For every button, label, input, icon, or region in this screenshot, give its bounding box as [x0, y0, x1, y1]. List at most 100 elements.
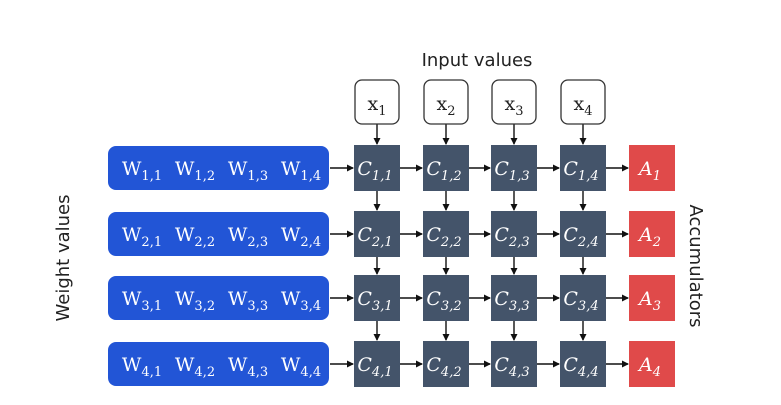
weight-label-3-1-subscript: 3,1 [141, 299, 162, 314]
cell-label-1-1: C1,1 [357, 158, 392, 184]
cell-label-1-3-base: C [494, 158, 509, 180]
cell-label-2-3: C2,3 [494, 224, 529, 250]
cell-3-2 [423, 275, 469, 321]
cell-1-1 [354, 145, 400, 191]
accumulators-label: Accumulators [685, 204, 706, 327]
accumulator-label-1-base: A [637, 158, 653, 180]
weight-label-2-2-base: W [175, 224, 195, 246]
weight-label-1-4-base: W [281, 158, 301, 180]
cell-label-1-4-base: C [563, 158, 578, 180]
cell-label-1-3: C1,3 [494, 158, 529, 184]
accumulator-label-3-subscript: 3 [653, 299, 661, 314]
input-label-4-base: x [574, 93, 585, 115]
cell-label-2-2-base: C [426, 224, 441, 246]
weight-label-2-2: W2,2 [175, 224, 215, 250]
input-label-2-base: x [437, 93, 448, 115]
cell-2-4 [560, 211, 606, 257]
weight-values-label: Weight values [53, 195, 74, 322]
weight-label-1-2: W1,2 [175, 158, 215, 184]
cell-4-3 [491, 341, 537, 387]
weight-label-4-3-base: W [228, 354, 248, 376]
cell-label-3-1: C3,1 [357, 288, 392, 314]
cell-label-4-2: C4,2 [426, 354, 461, 380]
weight-label-3-2-base: W [175, 288, 195, 310]
weight-label-2-1-base: W [122, 224, 142, 246]
weight-label-1-1-subscript: 1,1 [141, 169, 162, 184]
cell-label-1-4-subscript: 1,4 [578, 169, 599, 184]
cell-label-3-2-subscript: 3,2 [441, 299, 462, 314]
cell-label-4-1-base: C [357, 354, 372, 376]
accumulator-label-1-subscript: 1 [653, 169, 661, 184]
cell-label-2-3-subscript: 2,3 [508, 235, 530, 250]
weight-label-3-3-subscript: 3,3 [247, 299, 268, 314]
cell-label-2-4: C2,4 [563, 224, 598, 250]
input-label-1-subscript: 1 [378, 104, 386, 119]
cell-label-4-2-base: C [426, 354, 441, 376]
cell-label-1-1-subscript: 1,1 [372, 169, 393, 184]
weight-label-1-4-subscript: 1,4 [300, 169, 321, 184]
cell-label-3-2: C3,2 [426, 288, 461, 314]
weight-label-3-1: W3,1 [122, 288, 162, 314]
accumulator-label-3-base: A [637, 288, 653, 310]
input-label-2-subscript: 2 [447, 104, 455, 119]
weight-label-2-4-subscript: 2,4 [300, 235, 321, 250]
cell-label-4-3-base: C [494, 354, 509, 376]
weight-label-1-3-base: W [228, 158, 248, 180]
cell-label-4-3-subscript: 4,3 [508, 365, 530, 380]
cell-label-2-2: C2,2 [426, 224, 461, 250]
input-label-1: x1 [368, 93, 387, 119]
accumulator-2 [629, 211, 675, 257]
cell-label-3-1-subscript: 3,1 [372, 299, 393, 314]
cell-label-2-4-base: C [563, 224, 578, 246]
accumulator-1 [629, 145, 675, 191]
cell-label-1-2-base: C [426, 158, 441, 180]
weight-label-2-4-base: W [281, 224, 301, 246]
arrows [330, 124, 629, 368]
cell-label-3-3-base: C [494, 288, 509, 310]
cell-1-4 [560, 145, 606, 191]
input-label-3-subscript: 3 [515, 104, 523, 119]
weight-label-4-4-subscript: 4,4 [300, 365, 321, 380]
cell-label-2-1-base: C [357, 224, 372, 246]
cell-label-3-2-base: C [426, 288, 441, 310]
input-box-3 [491, 79, 537, 125]
cell-2-1 [354, 211, 400, 257]
weight-label-1-1: W1,1 [122, 158, 162, 184]
cell-2-2 [423, 211, 469, 257]
weight-bar-row-2 [108, 212, 329, 256]
weight-label-3-4-subscript: 3,4 [300, 299, 321, 314]
weight-label-2-2-subscript: 2,2 [194, 235, 215, 250]
weight-bar-row-4 [108, 342, 329, 386]
cell-3-4 [560, 275, 606, 321]
weight-label-3-4-base: W [281, 288, 301, 310]
weight-label-1-3-subscript: 1,3 [247, 169, 268, 184]
cell-label-4-4-subscript: 4,4 [577, 365, 599, 380]
cell-label-3-4-base: C [563, 288, 578, 310]
input-label-1-base: x [368, 93, 379, 115]
cell-label-3-3: C3,3 [494, 288, 529, 314]
input-values-label: Input values [422, 50, 533, 71]
weight-label-2-1: W2,1 [122, 224, 162, 250]
weight-label-4-2: W4,2 [175, 354, 215, 380]
cell-3-3 [491, 275, 537, 321]
accumulator-4 [629, 341, 675, 387]
cell-4-2 [423, 341, 469, 387]
accumulator-label-3: A3 [637, 288, 661, 314]
input-label-4: x4 [574, 93, 593, 119]
weight-label-2-3-base: W [228, 224, 248, 246]
accumulator-label-4-base: A [637, 354, 653, 376]
weight-label-4-4: W4,4 [281, 354, 321, 380]
weight-label-1-2-subscript: 1,2 [194, 169, 215, 184]
weight-label-1-4: W1,4 [281, 158, 321, 184]
accumulator-label-4: A4 [637, 354, 661, 380]
weight-label-1-2-base: W [175, 158, 195, 180]
weight-bar-row-3 [108, 276, 329, 320]
cell-label-1-2-subscript: 1,2 [441, 169, 462, 184]
input-label-2: x2 [437, 93, 456, 119]
cell-1-2 [423, 145, 469, 191]
input-box-4 [560, 79, 606, 125]
